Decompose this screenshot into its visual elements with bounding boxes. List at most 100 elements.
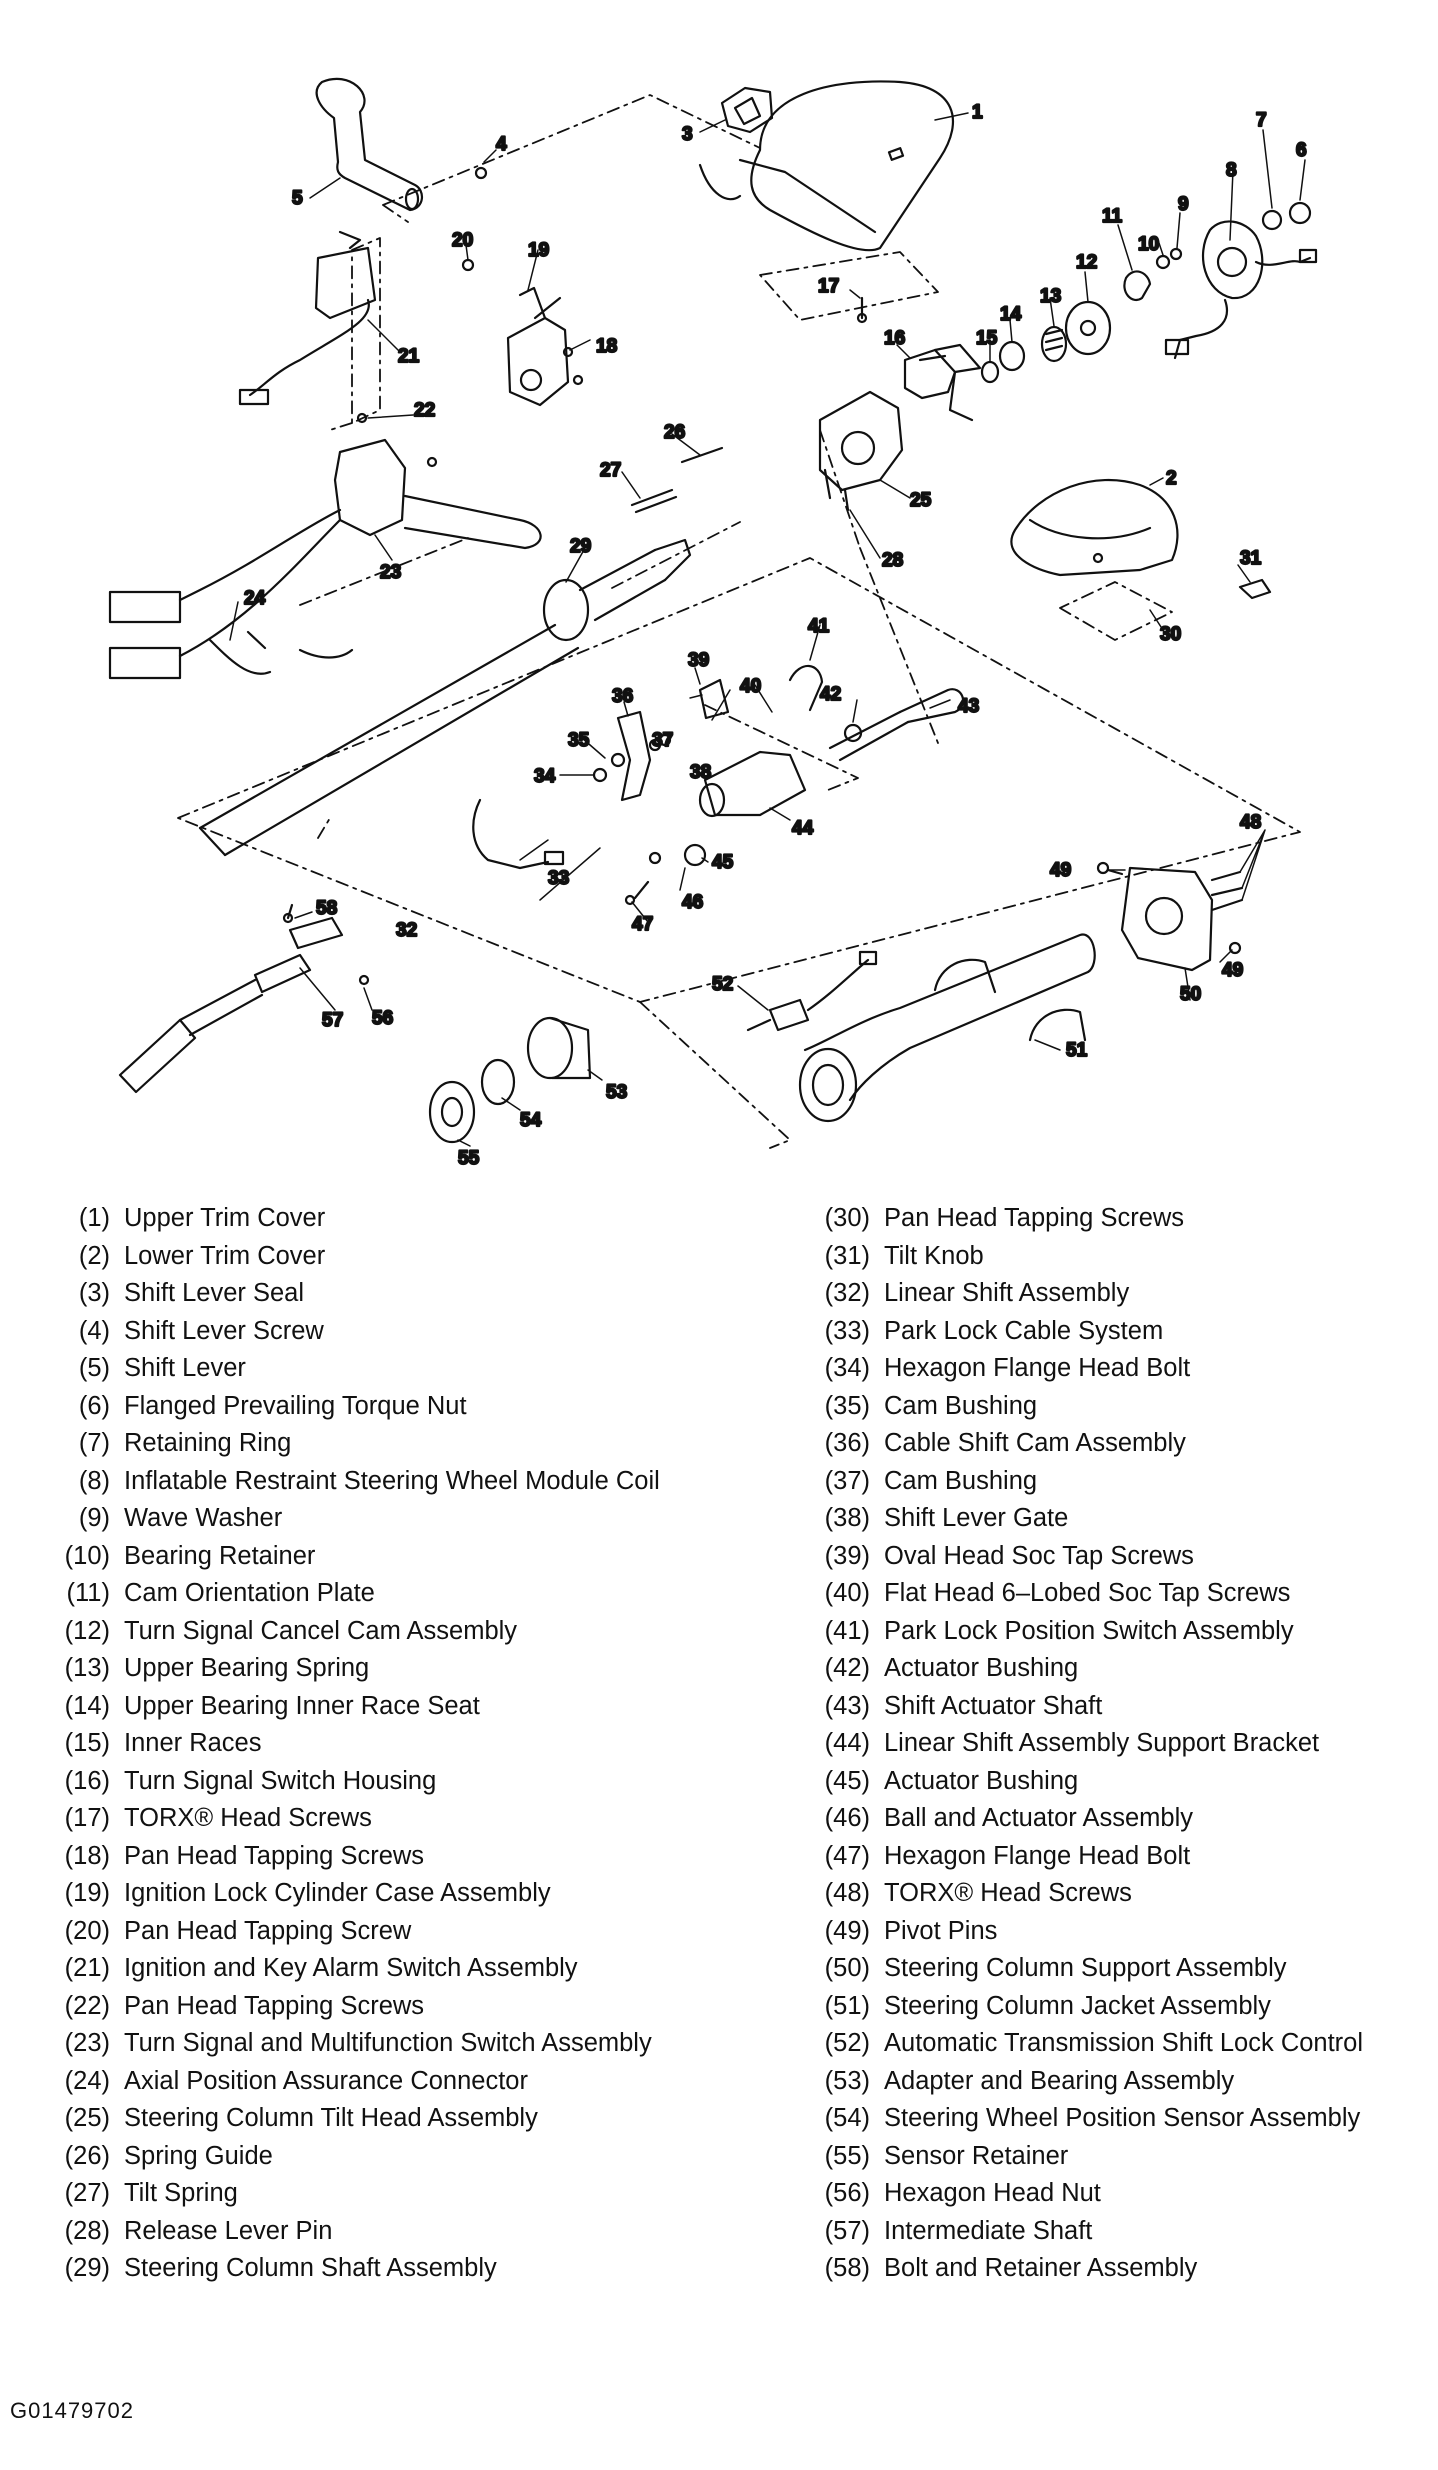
legend-item-number: (6) [78,1391,110,1420]
legend-item-number: (39) [824,1541,870,1570]
legend-item-label: Linear Shift Assembly Support Bracket [884,1729,1320,1757]
legend-item-number: (29) [64,2254,110,2282]
callout-27: 27 [600,460,621,481]
legend-item-label: Upper Bearing Spring [124,1654,370,1682]
legend-item: (25)Steering Column Tilt Head Assembly [30,2100,710,2138]
callout-8: 8 [1226,160,1237,181]
shift-lever-seal [720,86,774,134]
callout-43: 43 [958,696,979,717]
callout-44: 44 [792,818,814,839]
legend-item: (1)Upper Trim Cover [30,1200,710,1238]
figure-code: G01479702 [10,2398,134,2423]
callout-46: 46 [682,892,703,913]
legend-item: (13)Upper Bearing Spring [30,1650,710,1688]
callout-39: 39 [688,650,709,671]
tilt-knob [1238,578,1272,600]
legend-item-number: (26) [64,2141,110,2170]
legend-item-number: (25) [64,2104,110,2132]
legend-item-label: Tilt Spring [124,2179,238,2207]
legend-item-number: (5) [78,1354,110,1382]
legend-item-label: Automatic Transmission Shift Lock Contro… [884,2029,1364,2057]
callout-34: 34 [534,766,556,787]
legend-item-label: Upper Bearing Inner Race Seat [124,1691,480,1720]
legend-item: (9)Wave Washer [30,1500,710,1538]
callout-41: 41 [808,616,830,637]
legend-item: (33)Park Lock Cable System [790,1313,1430,1351]
callout-22: 22 [414,400,435,421]
legend-item-label: Hexagon Flange Head Bolt [884,1841,1191,1870]
legend-item-number: (19) [64,1879,110,1907]
callout-3: 3 [682,124,693,145]
legend-item-number: (23) [64,2029,110,2057]
callout-26: 26 [664,422,685,443]
legend-item-label: Wave Washer [124,1504,283,1532]
callout-53: 53 [606,1082,627,1103]
turn-signal-switch-housing [903,343,982,422]
legend-item: (42)Actuator Bushing [790,1650,1430,1688]
callout-54: 54 [520,1110,542,1131]
legend-item: (16)Turn Signal Switch Housing [30,1763,710,1801]
legend-item-label: TORX® Head Screws [884,1879,1132,1907]
callout-6: 6 [1296,140,1307,161]
callout-16: 16 [884,328,905,349]
legend-item-number: (31) [824,1241,870,1270]
shift-lever [315,77,488,212]
callout-20: 20 [452,230,473,251]
legend-item-label: Retaining Ring [124,1429,292,1457]
legend-item-number: (41) [824,1616,870,1645]
legend-item-number: (44) [824,1729,870,1757]
callout-25: 25 [910,490,932,511]
legend-item-number: (24) [64,2066,110,2095]
callout-37: 37 [652,730,673,751]
legend-item: (24) Axial Position Assurance Connector [30,2063,710,2101]
callout-21: 21 [398,346,420,367]
callout-52: 52 [712,974,733,995]
legend-item-number: (11) [66,1579,110,1607]
legend-item-label: Park Lock Cable System [884,1316,1164,1345]
callout-29: 29 [570,536,591,557]
legend-item-label: TORX® Head Screws [124,1804,372,1832]
legend-item: (17)TORX® Head Screws [30,1800,710,1838]
legend-item: (51)Steering Column Jacket Assembly [790,1988,1430,2026]
legend-item: (21)Ignition and Key Alarm Switch Assemb… [30,1950,710,1988]
legend-item: (11) Cam Orientation Plate [30,1575,710,1613]
legend-item: (46)Ball and Actuator Assembly [790,1800,1430,1838]
legend-item: (55)Sensor Retainer [790,2138,1430,2176]
legend-item-number: (56) [824,2179,870,2207]
legend-item-label: Flanged Prevailing Torque Nut [124,1391,467,1420]
legend-item-number: (52) [824,2029,870,2057]
legend-item-number: (18) [64,1841,110,1870]
callout-19: 19 [528,240,549,261]
legend-item: (41)Park Lock Position Switch Assembly [790,1613,1430,1651]
legend-item: (34)Hexagon Flange Head Bolt [790,1350,1430,1388]
legend-item: (32)Linear Shift Assembly [790,1275,1430,1313]
ignition-key-alarm-switch [238,230,377,406]
legend-item-label: Ball and Actuator Assembly [884,1804,1194,1832]
tilt-head-assembly [818,390,904,512]
legend-item: (45)Actuator Bushing [790,1763,1430,1801]
legend-item-number: (53) [824,2066,870,2095]
legend-item-label: Cam Orientation Plate [124,1579,375,1607]
callout-5: 5 [292,188,303,209]
legend-item-label: Axial Position Assurance Connector [124,2066,528,2095]
legend-item-number: (16) [64,1766,110,1795]
legend-item-label: Steering Column Shaft Assembly [124,2254,497,2282]
legend-item-number: (54) [824,2104,870,2132]
callout-45: 45 [712,852,734,873]
legend-item-number: (7) [78,1429,110,1457]
callout-9: 9 [1178,194,1189,215]
callout-2: 2 [1166,468,1177,489]
legend-item-label: Shift Lever Screw [124,1316,324,1345]
legend-item: (6) Flanged Prevailing Torque Nut [30,1388,710,1426]
callout-49a: 49 [1050,860,1071,881]
callout-13: 13 [1040,286,1061,307]
callout-51: 51 [1066,1040,1088,1061]
sensor-parts [428,1016,592,1144]
dashed-group-frames [177,94,1301,1149]
legend-item-number: (4) [78,1316,110,1345]
legend-item-label: Actuator Bushing [884,1766,1079,1795]
callout-40: 40 [740,676,761,697]
callout-24: 24 [244,588,266,609]
legend-item-label: Steering Column Support Assembly [884,1954,1287,1982]
legend-item: (56)Hexagon Head Nut [790,2175,1430,2213]
